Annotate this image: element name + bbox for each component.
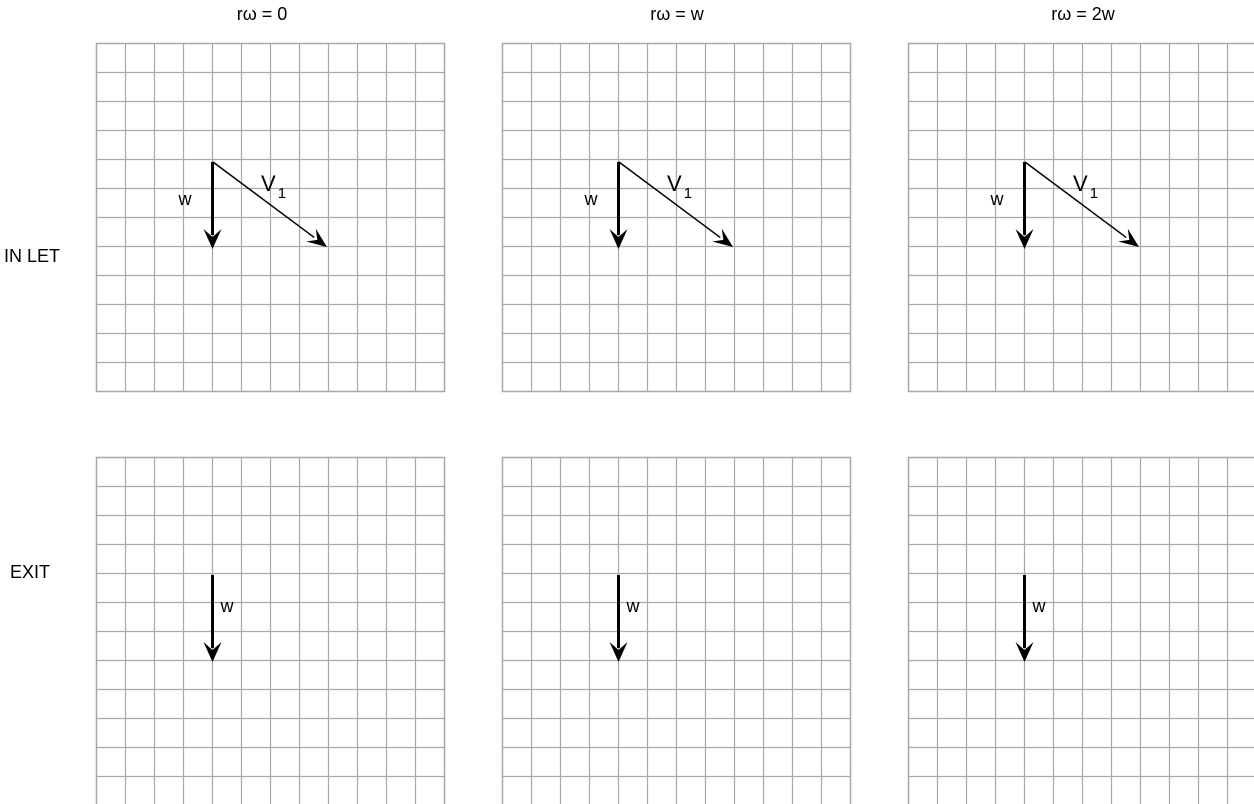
grid: [501, 456, 852, 804]
w-vector-label: w: [626, 596, 641, 616]
column-title-rw-w: rω = w: [650, 4, 705, 24]
grid: [907, 42, 1254, 393]
w-vector-arrowhead: [203, 642, 222, 662]
w-vector-arrowhead: [1015, 229, 1034, 249]
w-vector-label: w: [990, 189, 1005, 209]
panel-exit-col-2w: w: [907, 456, 1254, 804]
w-vector-label: w: [584, 189, 599, 209]
grid: [95, 456, 446, 804]
w-vector-label: w: [220, 596, 235, 616]
v1-vector-arrow: [1024, 161, 1127, 239]
grid: [907, 456, 1254, 804]
w-vector-arrowhead: [609, 642, 628, 662]
row-label-exit: EXIT: [10, 562, 50, 582]
w-vector-arrowhead: [1015, 642, 1034, 662]
w-vector-label: w: [1032, 596, 1047, 616]
grid-border: [907, 456, 1254, 804]
v1-vector-subscript: 1: [1090, 185, 1098, 202]
w-vector-arrowhead: [203, 229, 222, 249]
v1-vector-arrowhead: [1118, 228, 1139, 247]
row-label-inlet: IN LET: [4, 246, 60, 266]
column-title-rw-0: rω = 0: [237, 4, 288, 24]
v1-vector-subscript: 1: [684, 185, 692, 202]
panel-exit-col-0: w: [95, 456, 446, 804]
v1-vector-arrowhead: [306, 228, 327, 247]
w-vector-label: w: [178, 189, 193, 209]
w-vector-arrowhead: [609, 229, 628, 249]
grid: [501, 42, 852, 393]
grid: [95, 42, 446, 393]
panel-exit-col-w: w: [501, 456, 852, 804]
v1-vector-arrow: [212, 161, 315, 239]
v1-vector-subscript: 1: [278, 185, 286, 202]
v1-vector-arrowhead: [712, 228, 733, 247]
column-title-rw-2w: rω = 2w: [1051, 4, 1116, 24]
v1-vector-arrow: [618, 161, 721, 239]
